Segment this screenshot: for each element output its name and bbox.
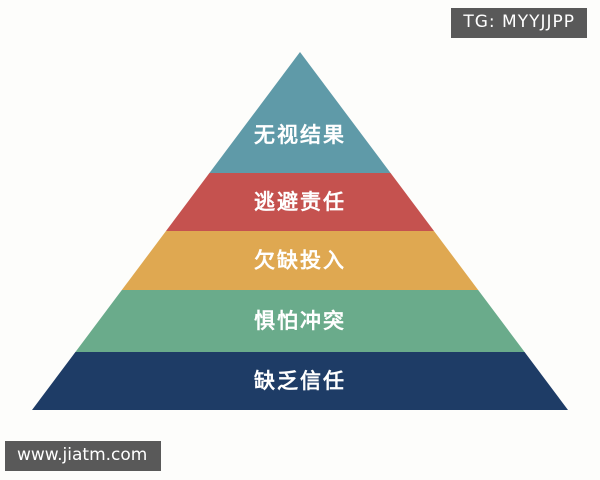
pyramid-layer-label: 无视结果 [254,123,346,147]
tg-badge: TG: MYYJJPP [451,8,587,38]
pyramid-layer-label: 惧怕冲突 [254,309,346,333]
pyramid-layer [166,173,434,231]
pyramid-layer [121,231,479,290]
pyramid-layer [32,352,568,410]
website-watermark: www.jiatm.com [5,441,162,471]
pyramid-layer-label: 逃避责任 [254,190,346,214]
pyramid-layer-label: 欠缺投入 [254,249,346,273]
pyramid-layer [75,290,525,352]
pyramid-layer [209,52,391,173]
pyramid-layer-label: 缺乏信任 [254,369,346,393]
